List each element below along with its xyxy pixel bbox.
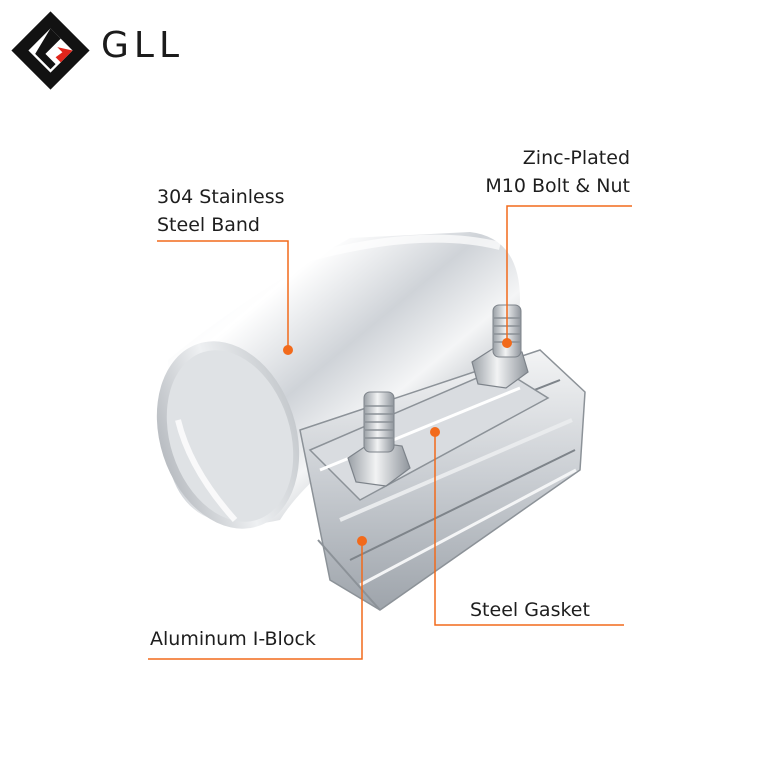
brand-name: GLL — [101, 25, 185, 66]
gll-diamond-logo-icon — [11, 11, 90, 90]
bolt-label-line1: Zinc-Plated — [522, 147, 630, 169]
band-label-line1: 304 Stainless — [157, 186, 285, 208]
bolt-callout-dot — [502, 338, 512, 348]
bolt-label-line2: M10 Bolt & Nut — [485, 175, 630, 197]
block-label: Aluminum I-Block — [150, 628, 316, 650]
band-callout-dot — [283, 345, 293, 355]
gasket-callout-dot — [430, 427, 440, 437]
band-label: 304 Stainless Steel Band — [157, 183, 285, 239]
gasket-label: Steel Gasket — [470, 599, 590, 621]
bolt-label: Zinc-Plated M10 Bolt & Nut — [485, 144, 630, 200]
callout-dots — [283, 338, 512, 546]
callout-lines — [148, 205, 632, 660]
band-label-line2: Steel Band — [157, 214, 260, 236]
block-callout-dot — [357, 536, 367, 546]
steel-band — [156, 232, 520, 529]
